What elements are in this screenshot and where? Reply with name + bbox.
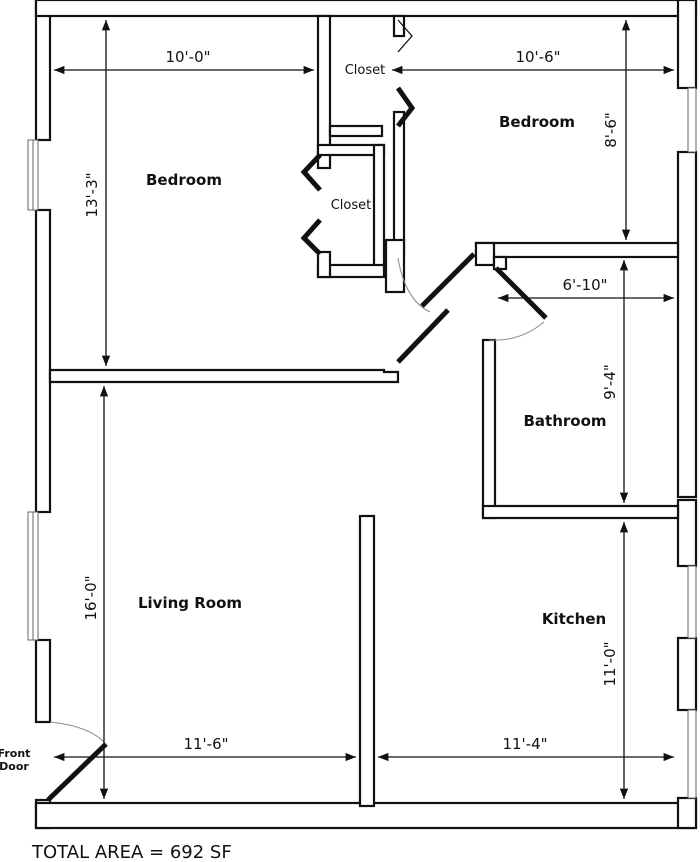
room-labels: Bedroom Bedroom Closet Closet Bathroom L… bbox=[138, 60, 607, 628]
bedroom1-door bbox=[396, 308, 450, 364]
dim-text-kitchen-width: 11'-4" bbox=[502, 735, 547, 753]
dim-text-bedroom1-length: 13'-3" bbox=[83, 172, 101, 217]
front-door-label-line2: Door bbox=[0, 760, 29, 773]
wall-bedroom1-bottom bbox=[48, 368, 400, 384]
bedroom2-door bbox=[420, 252, 476, 308]
dim-text-bathroom-width: 6'-10" bbox=[562, 276, 607, 294]
room-label-closet-2: Closet bbox=[331, 198, 372, 213]
wall-left-2 bbox=[34, 638, 52, 724]
bedroom1-door-arc bbox=[397, 257, 431, 313]
wall-right-4 bbox=[676, 636, 698, 712]
window-right-2 bbox=[687, 565, 697, 639]
front-door-arc bbox=[49, 721, 107, 745]
wall-closet1-bottom bbox=[328, 124, 384, 138]
wall-left-1 bbox=[34, 208, 52, 514]
wall-bathroom-bottom bbox=[481, 504, 680, 520]
other-labels: Front Door TOTAL AREA = 692 SF bbox=[0, 747, 232, 862]
front-door-label-line1: Front bbox=[0, 747, 30, 760]
dimension-labels: 10'-0" 13'-3" 10'-6" 8'-6" 6'-10" 9'-4" … bbox=[82, 46, 620, 753]
wall-top-left bbox=[34, 0, 52, 142]
room-label-bedroom-1: Bedroom bbox=[146, 171, 222, 189]
closet2-door-top bbox=[300, 153, 322, 192]
dimension-lines bbox=[54, 20, 674, 799]
wall-right-2 bbox=[676, 150, 698, 499]
wall-closet2-right bbox=[372, 143, 386, 277]
wall-bathroom-left bbox=[481, 338, 497, 520]
wall-right-5 bbox=[676, 796, 698, 830]
wall-right-1 bbox=[676, 0, 698, 90]
wall-bedroom1-right bbox=[316, 14, 332, 170]
wall-top-edge bbox=[34, 0, 698, 18]
dim-text-bedroom2-length: 8'-6" bbox=[602, 112, 620, 148]
wall-bedroom2-bottom-stub bbox=[474, 241, 496, 267]
front-door bbox=[46, 742, 108, 802]
wall-bedroom2-stub bbox=[384, 238, 406, 294]
wall-bedroom2-left bbox=[392, 110, 406, 259]
room-label-bedroom-2: Bedroom bbox=[499, 113, 575, 131]
dim-text-bedroom1-width: 10'-0" bbox=[165, 48, 210, 66]
window-right-1 bbox=[687, 87, 697, 153]
room-label-living-room: Living Room bbox=[138, 594, 242, 612]
wall-bathroom-top bbox=[492, 255, 508, 271]
dim-text-bedroom2-width: 10'-6" bbox=[515, 48, 560, 66]
room-label-bathroom: Bathroom bbox=[523, 412, 606, 430]
doors bbox=[46, 19, 548, 802]
total-area: TOTAL AREA = 692 SF bbox=[31, 842, 232, 862]
wall-living-kitchen bbox=[358, 514, 376, 808]
windows bbox=[27, 87, 697, 799]
walls bbox=[34, 0, 698, 830]
room-label-closet-1: Closet bbox=[345, 63, 386, 78]
closet1-door-top bbox=[397, 19, 413, 53]
dim-text-bathroom-length: 9'-4" bbox=[601, 364, 619, 400]
window-right-3 bbox=[687, 709, 697, 799]
bathroom-door bbox=[494, 266, 548, 320]
wall-closet2-left-low bbox=[316, 250, 332, 279]
wall-right-3 bbox=[676, 498, 698, 568]
dim-text-living-length: 16'-0" bbox=[82, 575, 100, 620]
closet2-door-bottom bbox=[300, 218, 322, 256]
room-label-kitchen: Kitchen bbox=[542, 610, 606, 628]
dim-text-living-width: 11'-6" bbox=[183, 735, 228, 753]
dim-text-kitchen-length: 11'-0" bbox=[601, 641, 619, 686]
bathroom-door-arc bbox=[488, 321, 545, 341]
closet1-door-bottom bbox=[395, 86, 416, 128]
wall-bedroom2-bottom bbox=[474, 241, 680, 259]
